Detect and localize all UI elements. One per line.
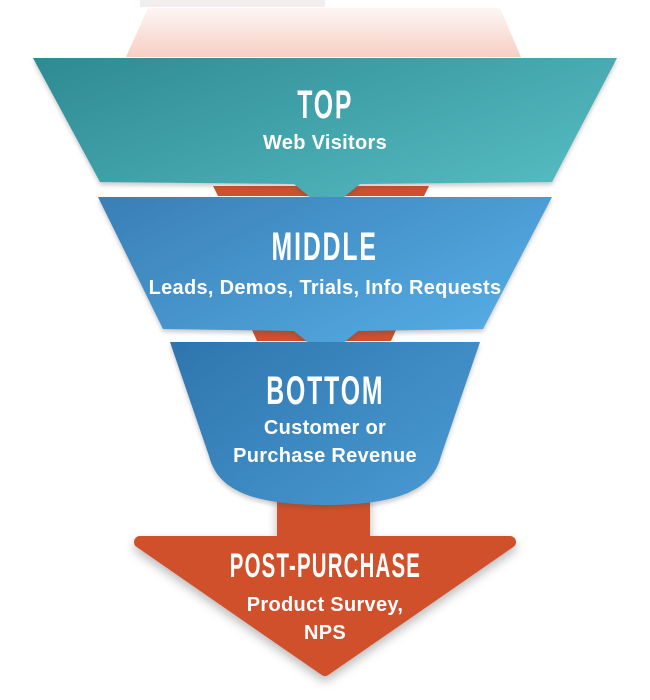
- stage-shape-middle: [98, 197, 552, 357]
- stage-post-purchase-subtitle: Product Survey, NPS: [0, 591, 650, 647]
- stage-top-title: TOP: [0, 84, 650, 126]
- stage-shape-top: [33, 58, 617, 211]
- stage-middle-subtitle: Leads, Demos, Trials, Info Requests: [0, 274, 650, 302]
- stage-bottom-subtitle: Customer or Purchase Revenue: [0, 414, 650, 470]
- stage-top-subtitle: Web Visitors: [0, 129, 650, 157]
- stage-bottom-title: BOTTOM: [0, 370, 650, 412]
- stage-top-title-text: TOP: [296, 83, 354, 127]
- funnel-top-glow: [126, 8, 521, 57]
- stage-middle-title: MIDDLE: [0, 226, 650, 268]
- arrow-head: [134, 536, 516, 676]
- stage-bottom-title-text: BOTTOM: [265, 369, 385, 413]
- stage-top-subtitle-line: Web Visitors: [262, 132, 387, 154]
- stage-bottom-subtitle-line-2: Purchase Revenue: [233, 445, 417, 467]
- stage-middle-title-text: MIDDLE: [271, 225, 379, 269]
- stage-post-purchase-subtitle-line-2: NPS: [303, 622, 347, 644]
- stage-middle-subtitle-line: Leads, Demos, Trials, Info Requests: [148, 277, 502, 299]
- top-shadow-strip: [140, 0, 325, 7]
- stage-post-purchase-subtitle-line-1: Product Survey,: [246, 594, 404, 616]
- stage-shape-bottom: [170, 342, 480, 505]
- stage-bottom-subtitle-line-1: Customer or: [263, 417, 387, 439]
- stage-post-purchase-title-text: POST-PURCHASE: [229, 547, 421, 585]
- stage-post-purchase-title: POST-PURCHASE: [0, 547, 650, 585]
